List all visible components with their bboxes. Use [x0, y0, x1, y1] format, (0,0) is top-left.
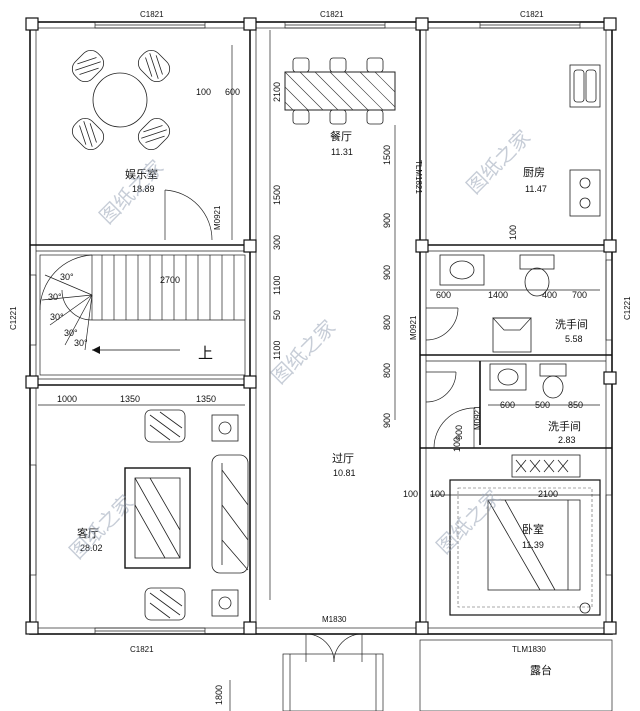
dim-800-b: 800 [382, 363, 392, 378]
bath1-fixtures [439, 254, 555, 353]
dim-1500-b: 1500 [382, 145, 392, 165]
door-bath1[interactable] [425, 307, 459, 341]
dim-500: 500 [535, 400, 550, 410]
dim-600-a: 600 [225, 87, 240, 97]
dim-900-d: 900 [454, 425, 464, 440]
room-living-name: 客厅 [77, 526, 99, 540]
window-code-top-right: C1821 [520, 10, 544, 19]
room-bath1-area: 5.58 [565, 334, 583, 344]
dim-600-b: 600 [436, 290, 451, 300]
room-bedroom-name: 卧室 [522, 522, 544, 536]
dim-600-c: 600 [500, 400, 515, 410]
window-code-top-mid: C1821 [320, 10, 344, 19]
dim-100-a: 100 [196, 87, 211, 97]
room-living-area: 28.02 [80, 543, 103, 553]
dim-1350-b: 1350 [196, 394, 216, 404]
room-bath2-area: 2.83 [558, 435, 576, 445]
dim-850: 850 [568, 400, 583, 410]
door-entertainment[interactable] [164, 189, 213, 241]
room-bath1-name: 洗手间 [555, 317, 588, 331]
dim-400: 400 [542, 290, 557, 300]
room-hall-name: 过厅 [332, 452, 354, 465]
room-bedroom-area: 11.39 [522, 540, 544, 550]
dim-900-a: 900 [382, 213, 392, 228]
room-bath2-name: 洗手间 [548, 419, 581, 433]
dim-50: 50 [272, 310, 282, 320]
window-code-bottom-left: C1821 [130, 645, 154, 654]
dim-300: 300 [272, 235, 282, 250]
dining-table [284, 57, 396, 125]
stair-angle-3: 30° [50, 312, 64, 322]
dim-100-d: 100 [508, 225, 518, 240]
dim-1400: 1400 [488, 290, 508, 300]
room-entertainment-area: 18.89 [132, 184, 155, 194]
door-code-kitchen: TLM1821 [414, 160, 423, 194]
window-code-left-side: C1221 [9, 306, 18, 330]
stair-angle-4: 30° [64, 328, 78, 338]
dim-800-a: 800 [382, 315, 392, 330]
stair-angle-5: 30° [74, 338, 88, 348]
door-bedroom[interactable] [433, 407, 475, 449]
dim-900-b: 900 [382, 265, 392, 280]
dim-1350-a: 1350 [120, 394, 140, 404]
terrace [419, 639, 613, 711]
entrance-door[interactable] [282, 633, 384, 711]
dim-100-c: 100 [430, 489, 445, 499]
dim-1000: 1000 [57, 394, 77, 404]
dimension-lines [38, 30, 600, 711]
dim-900-c: 900 [382, 413, 392, 428]
room-entertainment-name: 娱乐室 [125, 167, 158, 181]
dim-1100-b: 1100 [272, 341, 282, 360]
bath2-fixtures [489, 363, 567, 399]
dim-1500-a: 1500 [272, 185, 282, 205]
dim-700: 700 [572, 290, 587, 300]
dim-2100-b: 2100 [538, 489, 558, 499]
game-table [71, 49, 171, 151]
room-kitchen-area: 11.47 [525, 184, 547, 194]
walls [25, 17, 617, 635]
stair-angle-1: 30° [60, 272, 74, 282]
door-code-terrace: TLM1830 [512, 645, 546, 654]
living-room-furniture [124, 409, 249, 621]
stair-up-label: 上 [198, 344, 213, 362]
door-code-bath2: M0921 [473, 405, 482, 430]
door-code-entrance: M1830 [322, 615, 347, 624]
stair-angle-2: 30° [48, 292, 62, 302]
windows [29, 21, 613, 635]
dim-2100-a: 2100 [272, 82, 282, 102]
room-dining-area: 11.31 [331, 147, 353, 157]
room-hall-area: 10.81 [333, 468, 356, 478]
room-kitchen-name: 厨房 [523, 166, 545, 179]
dim-1100-a: 1100 [272, 276, 282, 295]
bedroom-furniture [449, 454, 601, 616]
door-bath2[interactable] [425, 371, 457, 403]
window-code-top-left: C1821 [140, 10, 164, 19]
door-code-bath1: M0921 [409, 315, 418, 340]
dim-2700: 2700 [160, 275, 180, 285]
dim-100-b: 100 [403, 489, 418, 499]
kitchen-fixtures [569, 64, 601, 217]
staircase [39, 254, 246, 376]
room-dining-name: 餐厅 [330, 129, 352, 143]
dim-1800: 1800 [214, 685, 224, 705]
dim-100-e: 100 [452, 437, 462, 452]
door-code-entertainment: M0921 [213, 205, 222, 230]
room-terrace-name: 露台 [530, 663, 552, 677]
watermark-1: 图纸之家 [95, 155, 169, 229]
window-code-right-side: C1221 [623, 296, 632, 320]
